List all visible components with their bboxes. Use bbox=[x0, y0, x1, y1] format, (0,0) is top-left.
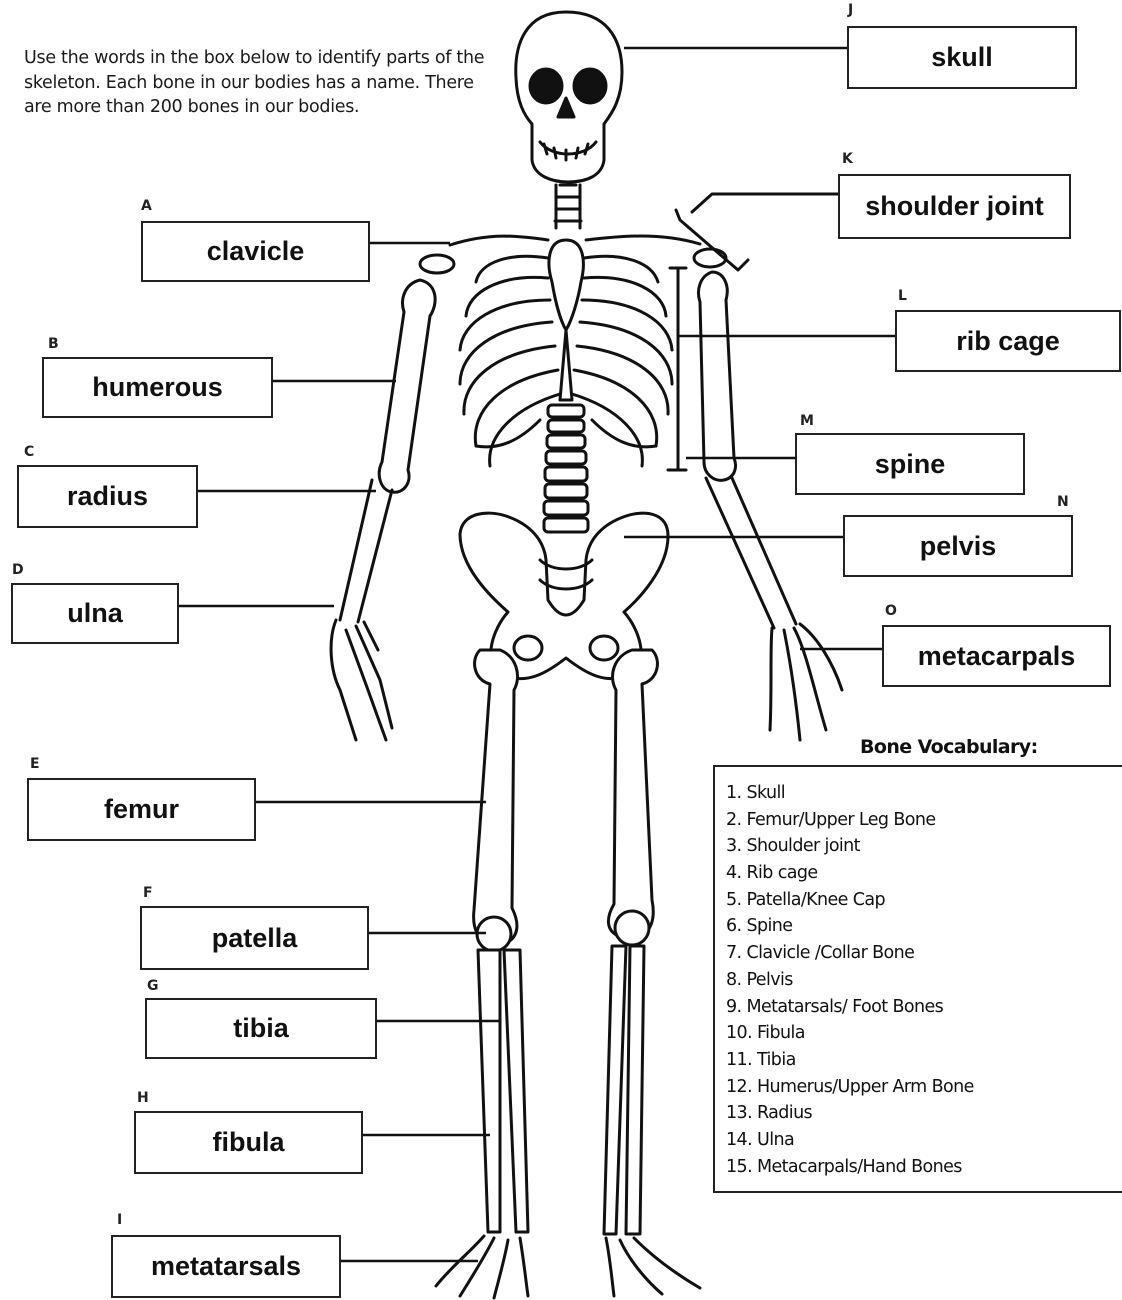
label-letter-f: F bbox=[143, 886, 153, 900]
label-box-m[interactable]: spine bbox=[795, 433, 1025, 495]
label-box-h[interactable]: fibula bbox=[134, 1111, 363, 1174]
vocabulary-item: 14. Ulna bbox=[726, 1127, 974, 1154]
leg-left-drawing bbox=[436, 650, 528, 1298]
vocabulary-item: 3. Shoulder joint bbox=[726, 833, 974, 860]
vocabulary-item: 8. Pelvis bbox=[726, 967, 974, 994]
label-box-b[interactable]: humerous bbox=[42, 357, 273, 418]
label-letter-a: A bbox=[141, 199, 152, 213]
label-box-c[interactable]: radius bbox=[17, 465, 198, 528]
leg-right-drawing bbox=[604, 650, 700, 1296]
vocabulary-item: 11. Tibia bbox=[726, 1047, 974, 1074]
vocabulary-item: 9. Metatarsals/ Foot Bones bbox=[726, 994, 974, 1021]
label-box-l[interactable]: rib cage bbox=[895, 310, 1121, 372]
label-box-o[interactable]: metacarpals bbox=[882, 625, 1111, 687]
label-box-g[interactable]: tibia bbox=[145, 998, 377, 1059]
label-letter-k: K bbox=[842, 152, 853, 166]
label-box-j[interactable]: skull bbox=[847, 26, 1077, 89]
skull-drawing bbox=[516, 12, 622, 182]
spine-drawing bbox=[544, 185, 588, 532]
label-box-f[interactable]: patella bbox=[140, 906, 369, 970]
label-letter-j: J bbox=[848, 3, 853, 17]
label-box-n[interactable]: pelvis bbox=[843, 515, 1073, 577]
vocabulary-list: 1. Skull 2. Femur/Upper Leg Bone 3. Shou… bbox=[726, 780, 974, 1180]
label-letter-n: N bbox=[1057, 495, 1069, 509]
vocabulary-title: Bone Vocabulary: bbox=[860, 736, 1038, 758]
vocabulary-item: 13. Radius bbox=[726, 1100, 974, 1127]
vocabulary-item: 12. Humerus/Upper Arm Bone bbox=[726, 1074, 974, 1101]
vocabulary-item: 4. Rib cage bbox=[726, 860, 974, 887]
label-letter-c: C bbox=[24, 445, 34, 459]
label-letter-l: L bbox=[898, 289, 907, 303]
vocabulary-item: 1. Skull bbox=[726, 780, 974, 807]
vocabulary-item: 6. Spine bbox=[726, 913, 974, 940]
label-letter-d: D bbox=[12, 563, 24, 577]
vocabulary-item: 15. Metacarpals/Hand Bones bbox=[726, 1154, 974, 1181]
label-box-a[interactable]: clavicle bbox=[141, 221, 370, 282]
label-letter-e: E bbox=[30, 757, 40, 771]
label-letter-o: O bbox=[885, 604, 897, 618]
arm-right-drawing bbox=[699, 272, 843, 740]
label-box-e[interactable]: femur bbox=[27, 778, 256, 841]
vocabulary-item: 10. Fibula bbox=[726, 1020, 974, 1047]
label-box-k[interactable]: shoulder joint bbox=[838, 174, 1071, 239]
label-letter-g: G bbox=[147, 979, 159, 993]
arm-left-drawing bbox=[331, 280, 435, 740]
label-letter-i: I bbox=[117, 1213, 122, 1227]
vocabulary-item: 7. Clavicle /Collar Bone bbox=[726, 940, 974, 967]
label-box-i[interactable]: metatarsals bbox=[111, 1235, 341, 1298]
label-box-d[interactable]: ulna bbox=[11, 583, 179, 644]
label-letter-b: B bbox=[48, 337, 59, 351]
vocabulary-item: 5. Patella/Knee Cap bbox=[726, 887, 974, 914]
label-letter-h: H bbox=[137, 1091, 149, 1105]
label-letter-m: M bbox=[800, 414, 814, 428]
vocabulary-item: 2. Femur/Upper Leg Bone bbox=[726, 807, 974, 834]
